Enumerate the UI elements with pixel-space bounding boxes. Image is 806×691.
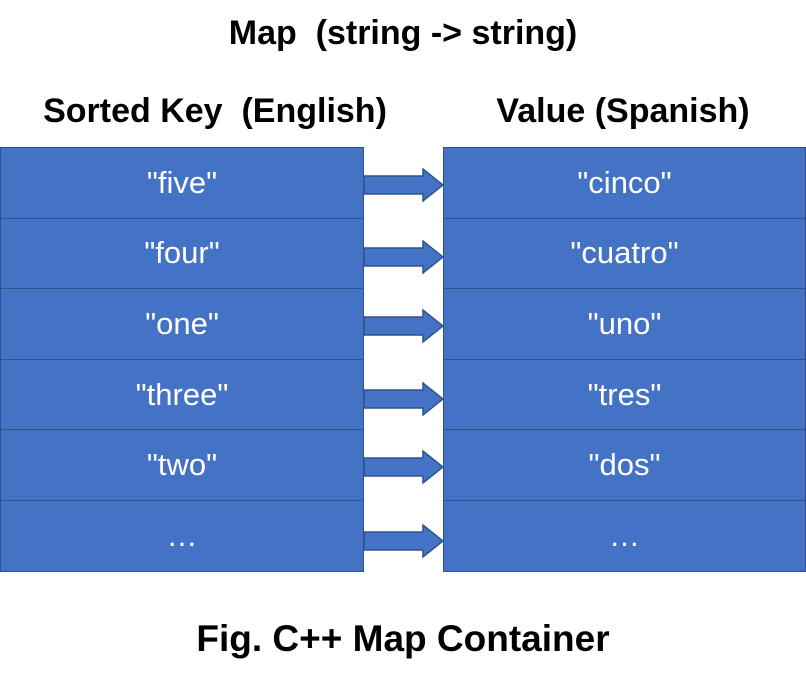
value-cell: "tres" [443,358,806,431]
arrow-right-icon [364,239,444,275]
value-cell: "cuatro" [443,217,806,290]
figure-caption: Fig. C++ Map Container [196,618,610,659]
diagram-title: Map (string -> string) [228,14,578,52]
arrow-right-icon [364,308,444,344]
value-cell: "uno" [443,288,806,360]
key-cell: … [0,499,364,572]
value-column-header: Value (Spanish) [496,92,750,130]
arrow-right-icon [364,523,444,559]
key-cell: "four" [0,217,364,290]
arrow-right-icon [364,449,444,485]
key-cell: "three" [0,358,364,431]
arrow-right-icon [364,167,444,203]
key-cell: "two" [0,429,364,501]
key-column-header: Sorted Key (English) [43,92,387,130]
key-cell: "one" [0,288,364,360]
key-column: "five" "four" "one" "three" "two" … [0,147,364,572]
value-cell: "cinco" [443,147,806,219]
arrow-right-icon [364,381,444,417]
value-cell: … [443,499,806,572]
value-cell: "dos" [443,429,806,501]
mapping-arrows [364,167,444,559]
key-cell: "five" [0,147,364,219]
value-column: "cinco" "cuatro" "uno" "tres" "dos" … [443,147,806,572]
